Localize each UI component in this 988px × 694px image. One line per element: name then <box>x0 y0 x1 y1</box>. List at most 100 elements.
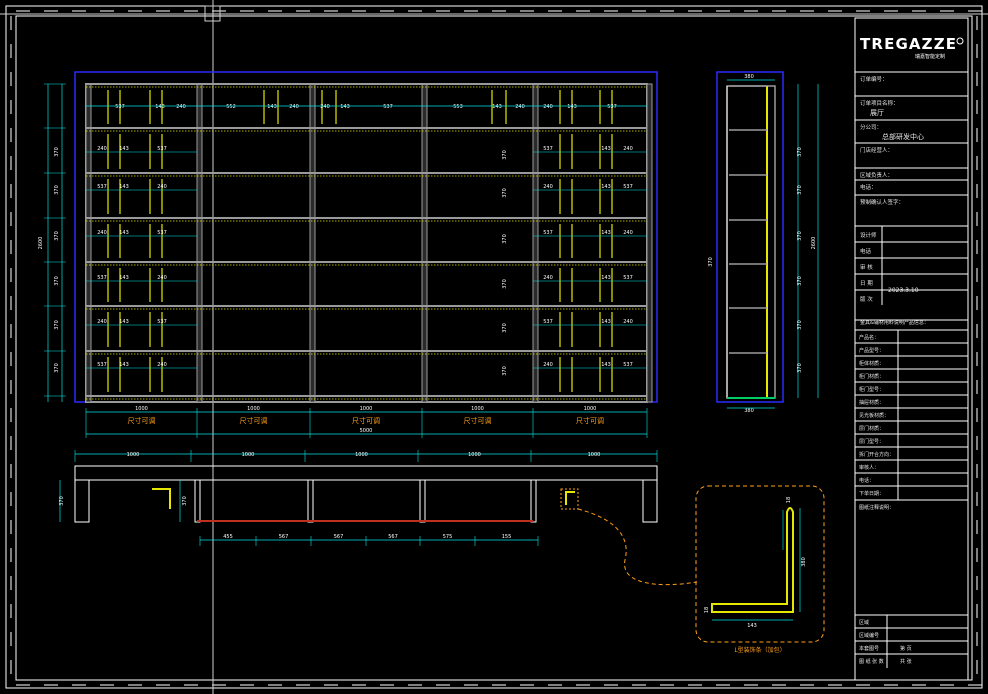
tb-sign-label: 日 期 <box>860 280 873 287</box>
cell-dim: 537 <box>157 230 167 236</box>
dim-label-top: 553 <box>453 104 463 110</box>
sheet-border <box>5 5 983 689</box>
plan-segment-dim: 1000 <box>355 452 368 458</box>
tb-phone: 电话： <box>860 183 877 191</box>
tb-product-row: 下单日期： <box>859 490 884 497</box>
cell-dim: 143 <box>601 362 611 368</box>
tb-footer-value: 第 页 <box>900 645 912 652</box>
cell-dim: 537 <box>623 362 633 368</box>
bottom-segment-dim: 1000 <box>471 406 484 412</box>
tb-product-row: 产品名： <box>859 334 879 341</box>
row-height-dim: 370 <box>502 323 508 333</box>
dim-label-top: 537 <box>115 104 125 110</box>
dim-label-top: 552 <box>226 104 236 110</box>
overall-width-dim: 5000 <box>360 428 373 434</box>
cell-dim: 143 <box>601 319 611 325</box>
cell-dim: 240 <box>623 146 633 152</box>
adjustable-size-label: 尺寸可调 <box>128 416 156 425</box>
cell-dim: 143 <box>601 146 611 152</box>
cell-dim: 537 <box>157 146 167 152</box>
tb-product-row: 柜体材质： <box>859 360 884 367</box>
detail-l-trim <box>711 507 794 613</box>
side-elevation-outline <box>716 71 784 403</box>
cell-dim: 143 <box>601 184 611 190</box>
tb-sign-label: 审 核 <box>860 263 873 271</box>
tb-product-row: 审核人： <box>859 464 879 471</box>
detail-caption: L型装饰条（加包） <box>734 646 785 654</box>
tb-remarks: 图纸注释说明： <box>859 504 894 511</box>
tb-product-section: 金具&辅材用料说明产品信息： <box>860 319 929 326</box>
tb-project-no: 订单编号： <box>860 75 888 83</box>
cell-dim: 143 <box>119 362 129 368</box>
sheet-inner-border <box>15 15 973 681</box>
adjustable-size-label: 尺寸可调 <box>464 416 492 425</box>
cabinet-upright <box>646 83 653 403</box>
tb-date-value: 2023.3.10 <box>888 287 919 294</box>
dim-label-top: 240 <box>289 104 299 110</box>
tb-project-name: 订单项目名称： <box>860 99 899 107</box>
detail-thk-dim: 18 <box>786 497 792 503</box>
tb-footer-label: 区域 <box>859 619 869 626</box>
tb-product-row: 电话： <box>859 477 874 484</box>
cell-dim: 143 <box>119 275 129 281</box>
plan-segment-dim: 1000 <box>127 452 140 458</box>
dim-label-top: 240 <box>515 104 525 110</box>
adjustable-size-label: 尺寸可调 <box>240 416 268 425</box>
brand-logo-text: TREGAZZE <box>860 35 956 53</box>
cell-dim: 537 <box>543 319 553 325</box>
side-row-dim: 370 <box>797 320 803 330</box>
dim-label-top: 143 <box>492 104 502 110</box>
tb-product-row: 见光板材质： <box>859 412 889 419</box>
row-height-left: 370 <box>54 231 60 241</box>
plan-upright <box>194 479 201 523</box>
side-row-dim: 370 <box>797 147 803 157</box>
cell-dim: 537 <box>97 184 107 190</box>
detail-callout-frame <box>695 485 825 643</box>
plan-upright <box>307 479 314 523</box>
detail-height-dim: 380 <box>801 557 807 567</box>
plan-left-wall <box>74 480 90 523</box>
tb-store-contact: 门店经营人： <box>860 146 893 154</box>
tb-footer-value: 共 张 <box>900 658 912 665</box>
side-row-dim: 370 <box>797 276 803 286</box>
row-height-left: 370 <box>54 276 60 286</box>
tb-product-row: 抽屉材质： <box>859 399 884 406</box>
tb-product-row: 产品型号： <box>859 347 884 354</box>
cell-dim: 240 <box>157 362 167 368</box>
brand-logo-subtext: 瑞嘉智能定制 <box>915 53 945 60</box>
dim-label-top: 143 <box>155 104 165 110</box>
tb-company: 分公司： <box>860 123 882 131</box>
side-left-dim: 370 <box>708 257 714 267</box>
brand-registered-mark <box>956 37 964 45</box>
row-height-dim: 370 <box>502 234 508 244</box>
tb-product-row: 柜门型号： <box>859 386 884 393</box>
dim-label-top: 240 <box>176 104 186 110</box>
plan-bottom-dim: 155 <box>502 534 512 540</box>
plan-bottom-dim: 567 <box>388 534 398 540</box>
tb-signature: 预制确认人签字： <box>860 198 904 206</box>
plan-depth-dim: 370 <box>182 496 188 506</box>
bottom-segment-dim: 1000 <box>360 406 373 412</box>
tb-sign-label: 设计师 <box>860 231 877 239</box>
dim-label-top: 143 <box>267 104 277 110</box>
dim-label-top: 537 <box>383 104 393 110</box>
cell-dim: 143 <box>119 230 129 236</box>
cell-dim: 240 <box>543 275 553 281</box>
tb-footer-label: 区域编号 <box>859 632 879 639</box>
cell-dim: 537 <box>157 319 167 325</box>
plan-segment-dim: 1000 <box>242 452 255 458</box>
overall-height-dim: 2600 <box>38 237 44 250</box>
tb-footer-label: 本套图号 <box>859 645 879 652</box>
row-height-left: 370 <box>54 363 60 373</box>
tb-product-row: 层门材质： <box>859 425 884 432</box>
cell-dim: 143 <box>601 230 611 236</box>
cell-dim: 537 <box>623 275 633 281</box>
cell-dim: 537 <box>97 362 107 368</box>
cell-dim: 240 <box>543 362 553 368</box>
cell-dim: 240 <box>97 230 107 236</box>
cell-dim: 143 <box>601 275 611 281</box>
detail-thk-dim: 18 <box>704 607 710 613</box>
